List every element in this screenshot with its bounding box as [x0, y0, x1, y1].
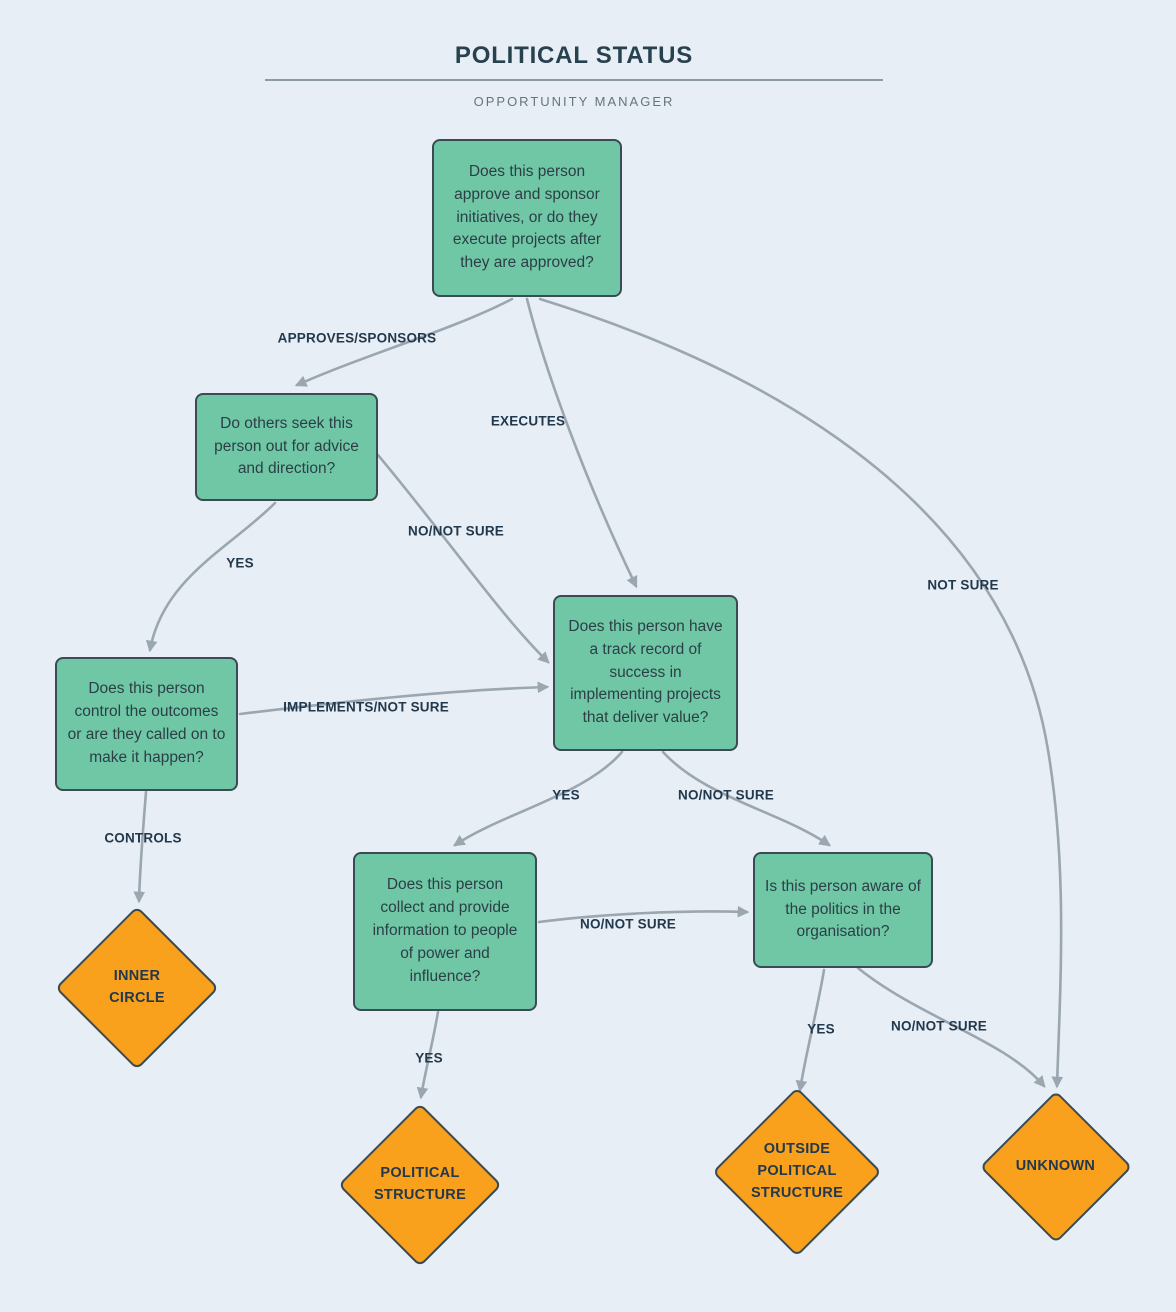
node-text: Is this person aware of the politics in … [765, 877, 921, 941]
terminal-inner-circle: INNER CIRCLE [54, 905, 220, 1071]
terminal-unknown: UNKNOWN [979, 1090, 1132, 1243]
edge-label-implements-not-sure: IMPLEMENTS/NOT SURE [283, 699, 449, 715]
node-track-record-question: Does this person have a track record of … [553, 595, 738, 751]
edge-label-approves-sponsors: APPROVES/SPONSORS [277, 330, 437, 346]
node-text: Does this person collect and provide inf… [372, 876, 518, 985]
edge-label-advice-yes: YES [226, 555, 254, 571]
edge-label-advice-no-not-sure: NO/NOT SURE [408, 523, 504, 539]
edge-track-collect [453, 750, 624, 847]
edge-root-advice [294, 297, 514, 387]
node-advice-question: Do others seek this person out for advic… [195, 393, 378, 501]
node-aware-politics-question: Is this person aware of the politics in … [753, 852, 933, 968]
edge-control-track [238, 681, 550, 716]
edge-label-collect-no-not-sure: NO/NOT SURE [580, 916, 676, 932]
node-control-outcomes-question: Does this person control the outcomes or… [55, 657, 238, 791]
edge-root-track [525, 297, 638, 589]
edge-control-innercircle [133, 790, 148, 904]
edge-track-aware [661, 750, 831, 847]
title-underline [265, 79, 883, 81]
edge-label-controls: CONTROLS [104, 830, 182, 846]
edge-collect-politicalstructure [416, 1010, 440, 1100]
edge-collect-aware [537, 905, 750, 924]
terminal-label: UNKNOWN [1015, 1157, 1096, 1174]
edge-root-unknown [538, 297, 1064, 1089]
edge-label-executes: EXECUTES [490, 413, 566, 429]
edge-aware-unknown [856, 966, 1046, 1088]
terminal-label: OUTSIDE POLITICAL STRUCTURE [750, 1141, 844, 1201]
header: POLITICAL STATUS OPPORTUNITY MANAGER [265, 42, 883, 109]
edge-label-not-sure: NOT SURE [927, 577, 999, 593]
edge-label-collect-yes: YES [415, 1050, 443, 1066]
edge-advice-track [376, 453, 550, 664]
terminal-political-structure: POLITICAL STRUCTURE [337, 1102, 503, 1268]
node-text: Do others seek this person out for advic… [214, 414, 359, 478]
edge-label-aware-no-not-sure: NO/NOT SURE [891, 1018, 987, 1034]
edge-aware-outside [795, 968, 826, 1093]
terminal-label: POLITICAL STRUCTURE [373, 1165, 467, 1203]
node-text: Does this person have a track record of … [568, 617, 723, 727]
edge-label-aware-yes: YES [807, 1021, 835, 1037]
node-text: Does this person control the outcomes or… [67, 680, 226, 766]
page-subtitle: OPPORTUNITY MANAGER [473, 94, 675, 109]
page-title: POLITICAL STATUS [454, 42, 694, 69]
edge-advice-control [145, 501, 277, 653]
edge-label-track-yes: YES [552, 787, 580, 803]
node-text: Does this person approve and sponsor ini… [452, 162, 602, 272]
node-root-question: Does this person approve and sponsor ini… [432, 139, 622, 297]
terminal-outside-political-structure: OUTSIDE POLITICAL STRUCTURE [712, 1087, 882, 1257]
edge-label-track-no-not-sure: NO/NOT SURE [678, 787, 774, 803]
terminal-label: INNER CIRCLE [109, 968, 165, 1006]
node-collect-info-question: Does this person collect and provide inf… [353, 852, 537, 1011]
